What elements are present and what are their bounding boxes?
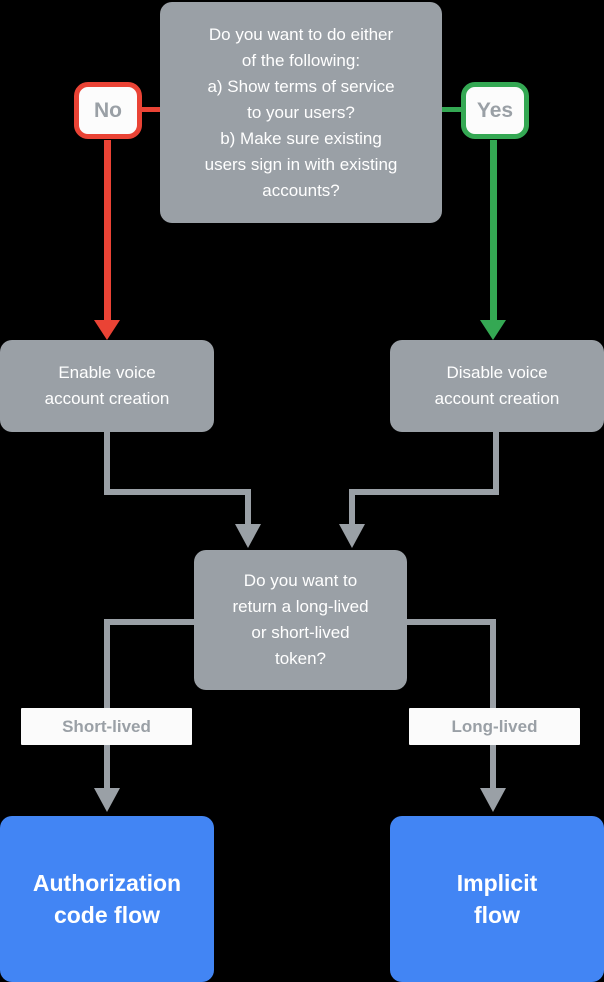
connector-no-vertical <box>104 140 111 322</box>
enable-voice-line-1: Enable voice <box>58 363 156 382</box>
node-implicit-flow[interactable]: Implicit flow <box>390 816 604 982</box>
connector-no-arrowhead <box>94 320 120 340</box>
node-decision-top[interactable]: Do you want to do either of the followin… <box>160 2 442 223</box>
badge-no-label: No <box>94 98 122 122</box>
connector-no-stub <box>142 107 162 112</box>
connector-enable-vertical-b <box>245 489 251 526</box>
decision-top-line-4: to your users? <box>247 102 355 122</box>
connector-yes-arrowhead <box>480 320 506 340</box>
decision-token-line-4: token? <box>274 649 327 668</box>
node-authorization-code-flow[interactable]: Authorization code flow <box>0 816 214 982</box>
disable-voice-line-1: Disable voice <box>446 363 548 382</box>
decision-top-line-1: Do you want to do either <box>208 24 394 44</box>
decision-token-line-2: return a long-lived <box>232 597 369 616</box>
enable-voice-line-2: account creation <box>44 389 170 408</box>
connector-disable-arrowhead <box>339 524 365 548</box>
edge-label-short-lived: Short-lived <box>21 708 192 745</box>
edge-label-short-lived-text: Short-lived <box>62 716 151 736</box>
node-decision-token-lifetime[interactable]: Do you want to return a long-lived or sh… <box>194 550 407 690</box>
decision-token-line-3: or short-lived <box>251 623 350 642</box>
edge-label-long-lived-text: Long-lived <box>451 716 538 736</box>
connector-yes-vertical <box>490 140 497 322</box>
decision-top-line-7: accounts? <box>262 180 340 200</box>
decision-top-line-6: users sign in with existing <box>204 154 398 174</box>
connector-long-lived-arrowhead <box>480 788 506 812</box>
connector-short-lived-arrowhead <box>94 788 120 812</box>
implicit-flow-line-1: Implicit <box>456 870 538 896</box>
decision-token-line-1: Do you want to <box>243 571 358 590</box>
connector-enable-horizontal <box>104 489 251 495</box>
decision-top-line-2: of the following: <box>241 50 361 70</box>
badge-yes-label: Yes <box>476 98 514 122</box>
authorization-code-flow-line-1: Authorization <box>32 870 182 896</box>
node-enable-voice-account-creation[interactable]: Enable voice account creation <box>0 340 214 432</box>
node-disable-voice-account-creation[interactable]: Disable voice account creation <box>390 340 604 432</box>
connector-disable-vertical-a <box>493 430 499 495</box>
decision-top-line-3: a) Show terms of service <box>207 76 395 96</box>
connector-yes-stub <box>441 107 461 112</box>
badge-no[interactable]: No <box>74 82 142 139</box>
connector-disable-horizontal <box>349 489 499 495</box>
connector-enable-arrowhead <box>235 524 261 548</box>
connector-disable-vertical-b <box>349 489 355 526</box>
badge-yes[interactable]: Yes <box>461 82 529 139</box>
connector-enable-vertical-a <box>104 430 110 495</box>
implicit-flow-line-2: flow <box>474 902 520 928</box>
decision-top-line-5: b) Make sure existing <box>220 128 382 148</box>
disable-voice-line-2: account creation <box>434 389 560 408</box>
authorization-code-flow-line-2: code flow <box>53 902 161 928</box>
edge-label-long-lived: Long-lived <box>409 708 580 745</box>
